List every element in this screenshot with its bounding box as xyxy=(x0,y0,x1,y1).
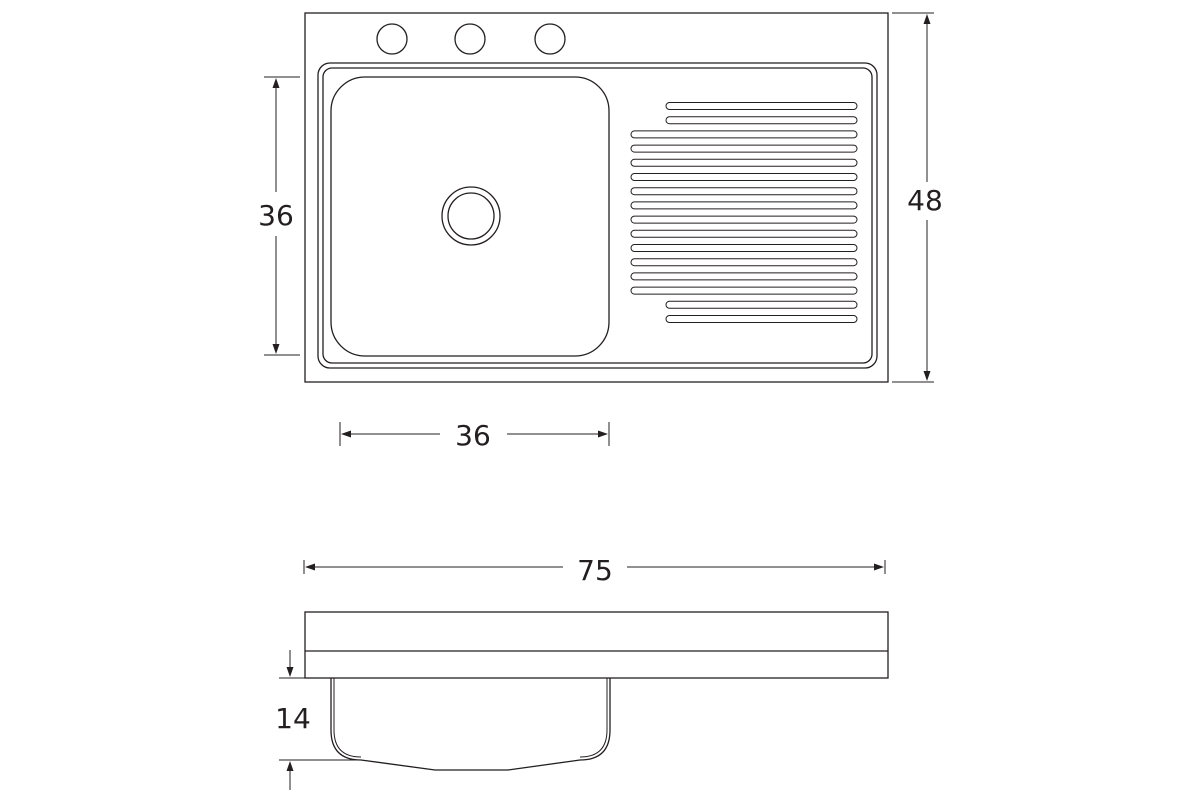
drainboard-groove xyxy=(630,272,858,281)
sink-rim-outer xyxy=(317,62,878,369)
drainboard-groove xyxy=(630,144,858,153)
dimension-bowl-width: 36 xyxy=(339,419,610,452)
drainboard-groove xyxy=(630,229,858,238)
drainboard-groove xyxy=(630,258,858,267)
drainboard-groove xyxy=(630,173,858,181)
sink-bowl xyxy=(330,76,610,357)
top-view xyxy=(304,12,889,383)
drainboard-groove xyxy=(630,130,858,139)
sink-outer-outline xyxy=(304,12,889,383)
side-bowl-inner-edge xyxy=(333,678,362,758)
dimension-bowl-depth: 14 xyxy=(275,650,361,790)
drainboard-groove xyxy=(630,187,858,196)
drainboard-groove xyxy=(665,116,858,125)
drainboard-groove xyxy=(665,102,858,110)
drainboard-groove xyxy=(630,244,858,252)
side-bowl-inner-edge-right xyxy=(579,678,608,758)
dimension-label-sink-length: 75 xyxy=(577,554,613,587)
tap-hole-2 xyxy=(454,23,486,55)
drainboard-groove xyxy=(630,215,858,224)
dimension-label-bowl-height: 36 xyxy=(258,199,294,232)
dimension-label-bowl-width: 36 xyxy=(455,419,491,452)
side-view: 14 xyxy=(275,611,889,790)
drainboard-groove xyxy=(630,158,858,167)
dimension-sink-depth: 48 xyxy=(892,12,943,383)
dimension-bowl-height: 36 xyxy=(258,76,300,356)
tap-hole-1 xyxy=(376,23,408,55)
drainboard-groove xyxy=(630,286,858,295)
side-bowl-profile xyxy=(330,678,611,771)
dimension-label-bowl-depth: 14 xyxy=(275,702,311,735)
drain-outer-ring xyxy=(441,186,501,246)
drainboard-groove xyxy=(665,300,858,309)
tap-hole-3 xyxy=(534,23,566,55)
drainboard-grooves xyxy=(630,102,858,323)
side-plate-outline xyxy=(304,611,889,679)
drainboard-groove xyxy=(665,315,858,323)
sink-rim-inner xyxy=(322,67,873,364)
drainboard-groove xyxy=(630,201,858,210)
drain-inner-ring xyxy=(447,192,495,240)
dimension-sink-length: 75 xyxy=(303,554,886,587)
dimension-label-sink-depth: 48 xyxy=(907,184,943,217)
